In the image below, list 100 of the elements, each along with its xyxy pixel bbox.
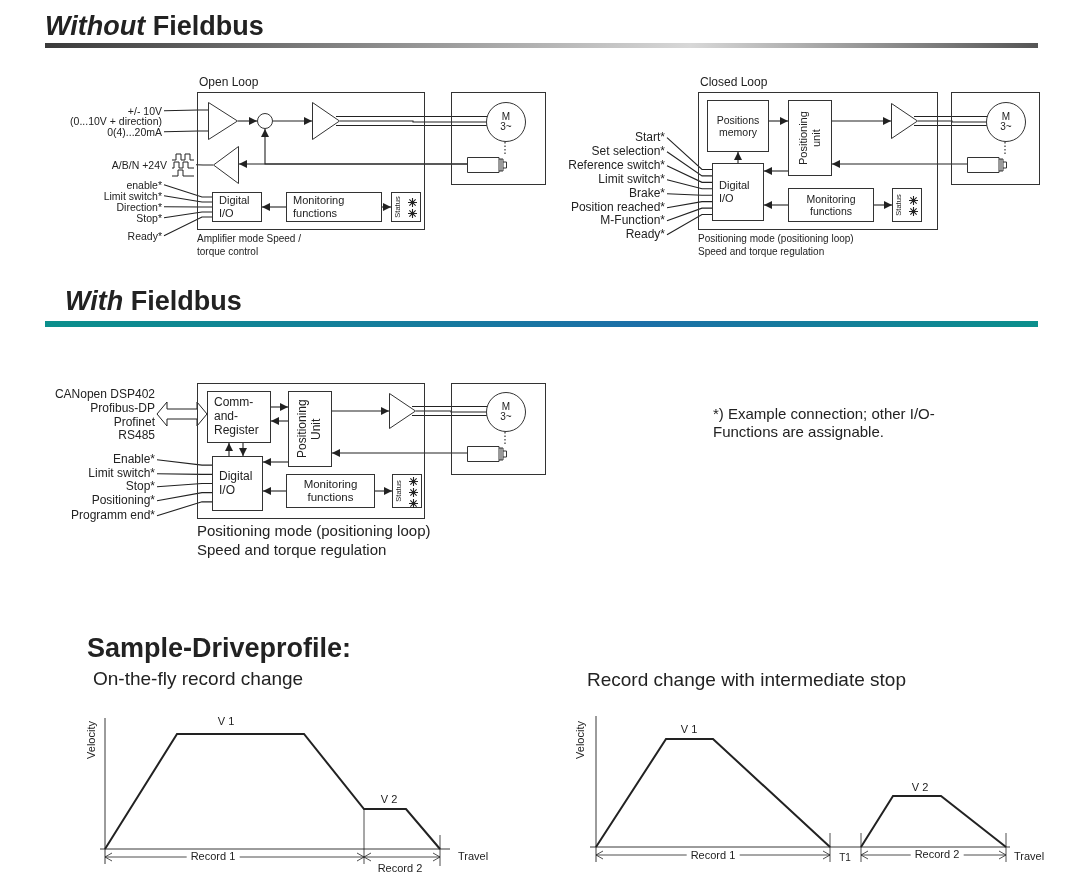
summing-junction: [257, 113, 273, 129]
panel-heading: Open Loop: [199, 75, 259, 89]
cable-line: [411, 405, 488, 417]
status-indicator-panel: [391, 192, 421, 222]
function-block: Digital I/O: [712, 163, 764, 221]
signal-label: (0...10V + direction): [70, 114, 162, 128]
signal-label: Ready*: [127, 229, 162, 242]
arrow: [831, 160, 968, 168]
signal-line: [163, 216, 213, 237]
arrow: [262, 458, 289, 466]
signal-label: Enable*: [112, 452, 155, 467]
encoder-symbol: [467, 445, 507, 463]
amplifier-symbol: [208, 102, 238, 140]
panel-heading: Closed Loop: [700, 75, 768, 89]
motor-symbol: M 3~: [486, 102, 526, 142]
arrow: [261, 203, 287, 211]
coupling-line: [504, 141, 506, 157]
encoder-symbol: [467, 156, 507, 174]
coupling-line: [1004, 141, 1006, 157]
motor-symbol: M 3~: [986, 102, 1026, 142]
signal-line: [195, 164, 214, 166]
arrow: [261, 128, 468, 165]
motor-housing: [951, 92, 1040, 185]
arrow: [272, 117, 313, 125]
motor-housing: [451, 383, 546, 475]
signal-label: Limit switch*: [88, 466, 155, 481]
bidirectional-bus-arrow: [156, 401, 208, 427]
protocol-list: CANopen DSP402 Profibus-DP Profinet RS485: [54, 388, 155, 444]
signal-label: Stop*: [125, 479, 155, 494]
panel-caption: Amplifier mode Speed / torque control: [197, 233, 302, 258]
function-block: Monitoring functions: [286, 192, 382, 222]
signal-label: Limit switch*: [103, 189, 162, 202]
signal-label: A/B/N +24V: [111, 158, 167, 171]
chart-title: Record change with intermediate stop: [587, 669, 906, 692]
axis-label: Travel: [458, 850, 489, 864]
arrow: [381, 203, 392, 211]
signal-label: Ready*: [625, 227, 665, 242]
signal-line: [163, 206, 213, 208]
value-label: V 2: [911, 781, 929, 795]
signal-line: [666, 165, 713, 183]
status-indicator-panel: [392, 474, 422, 508]
signal-label: +/- 10V: [127, 104, 162, 117]
signal-line: [666, 193, 713, 196]
function-block: Comm- and- Register: [207, 391, 271, 443]
function-block: Monitoring functions: [286, 474, 375, 508]
section-heading: With Fieldbus: [65, 285, 242, 318]
connector-line: [917, 120, 987, 123]
axis-label: Velocity: [85, 721, 99, 759]
value-label: V 1: [217, 715, 235, 729]
signal-label: Limit switch*: [598, 172, 665, 187]
signal-line: [163, 109, 209, 112]
signal-line: [163, 211, 213, 219]
arrow: [763, 167, 789, 175]
arrow: [225, 442, 233, 457]
function-block: Positioning unit: [788, 100, 832, 176]
section-heading: Sample-Driveprofile:: [87, 632, 352, 665]
value-label: V 1: [680, 723, 698, 737]
signal-line: [163, 184, 213, 198]
signal-line: [163, 195, 213, 203]
signal-label: Set selection*: [591, 144, 665, 159]
signal-line: [666, 179, 713, 190]
panel-caption: Positioning mode (positioning loop) Speed and torque regulation: [197, 522, 432, 560]
status-indicator-panel: [892, 188, 922, 222]
coupling-line: [504, 431, 506, 446]
function-block: Digital I/O: [212, 192, 262, 222]
panel-caption: Positioning mode (positioning loop) Speed and torque regulation: [698, 233, 855, 258]
function-block: Positioning Unit: [288, 391, 332, 467]
amplifier-symbol: [891, 103, 918, 139]
dimension-label: Record 2: [377, 862, 423, 876]
function-block: Positions memory: [707, 100, 769, 152]
arrow: [734, 151, 742, 164]
arrow: [270, 417, 289, 425]
signal-line: [156, 459, 213, 466]
arrow: [239, 442, 247, 457]
axis-label: Velocity: [574, 721, 588, 759]
arrow: [262, 487, 287, 495]
arrow: [763, 201, 789, 209]
dimension-label: T1: [839, 852, 851, 864]
signal-label: Stop*: [136, 211, 162, 224]
arrow: [873, 201, 893, 209]
signal-label: enable*: [126, 178, 162, 191]
signal-line: [666, 137, 713, 170]
encoder-symbol: [967, 156, 1007, 174]
motor-housing: [451, 92, 546, 185]
value-label: V 2: [380, 793, 398, 807]
signal-line: [666, 214, 713, 236]
arrow: [374, 487, 393, 495]
signal-label: M-Function*: [600, 213, 665, 228]
arrow: [237, 117, 258, 125]
arrow: [331, 407, 390, 415]
signal-line: [156, 501, 213, 517]
axis-label: Travel: [1014, 850, 1045, 864]
signal-line: [666, 151, 713, 177]
function-block: Digital I/O: [212, 456, 263, 511]
motor-symbol: M 3~: [486, 392, 526, 432]
signal-label: Reference switch*: [568, 158, 665, 173]
cable-line: [913, 115, 988, 127]
signal-label: Position reached*: [570, 200, 665, 215]
signal-label: Brake*: [628, 186, 665, 201]
arrow: [270, 403, 289, 411]
